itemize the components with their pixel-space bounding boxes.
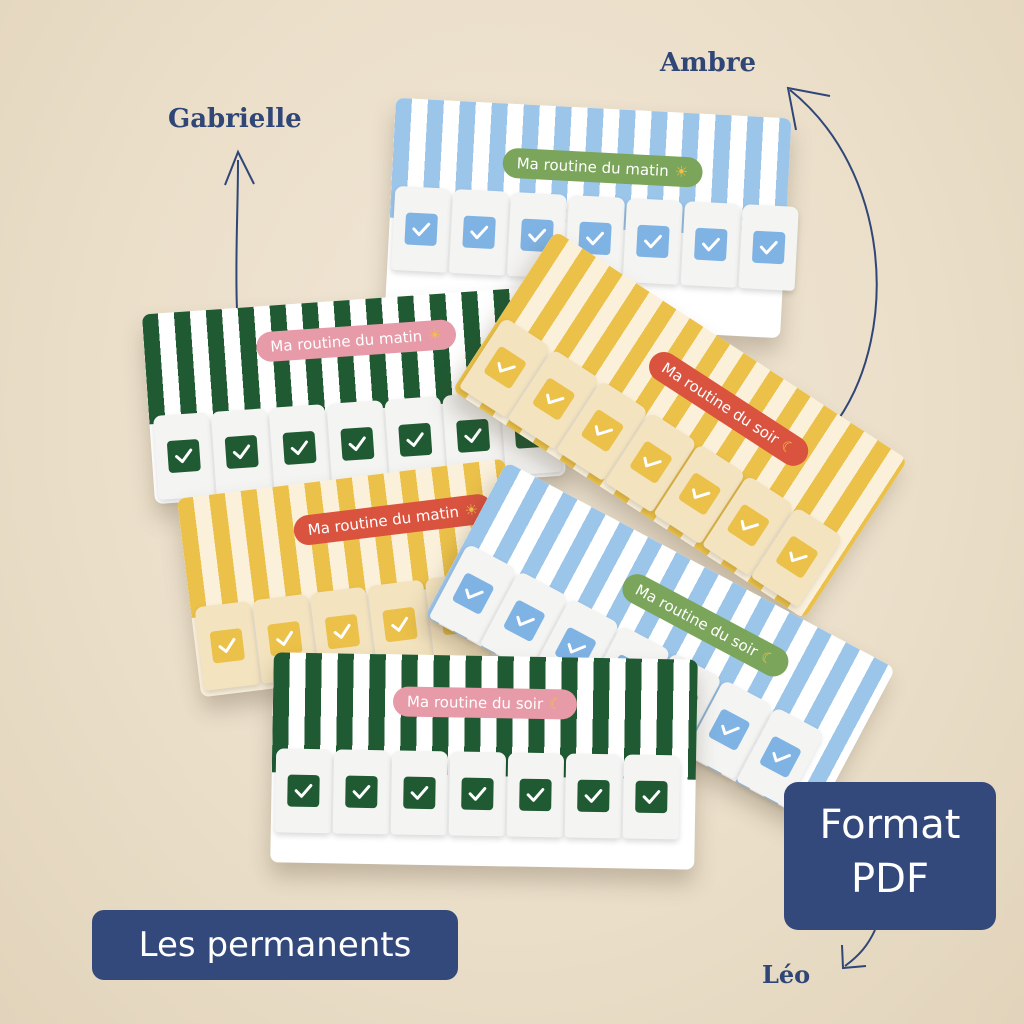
check-tab[interactable] bbox=[448, 751, 507, 837]
check-tabs bbox=[274, 748, 681, 840]
routine-card-blue-morning: Ma routine du matin☀ bbox=[384, 97, 799, 339]
check-tab[interactable] bbox=[506, 191, 568, 279]
check-tab[interactable] bbox=[680, 201, 741, 288]
check-tab[interactable] bbox=[367, 579, 433, 670]
badge-les-permanents: Les permanents bbox=[92, 910, 458, 980]
check-tab[interactable] bbox=[735, 706, 825, 808]
name-ambre: Ambre bbox=[660, 48, 757, 78]
checkmark-icon bbox=[451, 571, 495, 616]
moon-icon: ☾ bbox=[757, 647, 779, 670]
check-tab[interactable] bbox=[428, 543, 518, 644]
badge-format-line2: PDF bbox=[851, 856, 929, 902]
checkmark-icon bbox=[345, 775, 378, 809]
check-tabs bbox=[458, 316, 844, 608]
checkmark-icon bbox=[404, 212, 438, 247]
checkmark-icon bbox=[677, 471, 722, 516]
checkmark-icon bbox=[580, 408, 625, 453]
checkmark-icon bbox=[482, 345, 528, 390]
checkmark-icon bbox=[224, 434, 259, 470]
checkmark-icon bbox=[403, 776, 436, 810]
checkmark-icon bbox=[287, 774, 320, 808]
check-tab[interactable] bbox=[701, 474, 795, 576]
check-tab[interactable] bbox=[251, 593, 318, 684]
checkmark-icon bbox=[707, 708, 751, 752]
checkmark-icon bbox=[324, 613, 361, 650]
gabrielle-arrow bbox=[235, 159, 239, 311]
badge-format-pdf: Format PDF bbox=[784, 782, 996, 930]
check-tab[interactable] bbox=[653, 443, 747, 545]
check-tab[interactable] bbox=[384, 395, 447, 484]
checkmark-icon bbox=[462, 215, 496, 250]
checkmark-icon bbox=[166, 438, 201, 474]
check-tab[interactable] bbox=[326, 400, 389, 488]
check-tab[interactable] bbox=[564, 753, 623, 839]
check-tab[interactable] bbox=[684, 679, 774, 780]
checkmark-icon bbox=[209, 627, 246, 664]
check-tab[interactable] bbox=[458, 316, 552, 418]
checkmark-icon bbox=[577, 779, 610, 813]
check-tab[interactable] bbox=[622, 754, 681, 840]
check-tab[interactable] bbox=[268, 404, 331, 492]
check-tabs bbox=[391, 185, 799, 291]
checkmark-icon bbox=[502, 599, 546, 643]
check-tab[interactable] bbox=[442, 391, 504, 480]
leo-arrow bbox=[844, 929, 876, 967]
name-gabrielle: Gabrielle bbox=[168, 104, 302, 134]
check-tab[interactable] bbox=[564, 194, 626, 282]
check-tabs bbox=[152, 387, 562, 500]
checkmark-icon bbox=[693, 227, 728, 262]
check-tab[interactable] bbox=[274, 748, 333, 834]
check-tab[interactable] bbox=[750, 506, 844, 608]
check-tab[interactable] bbox=[531, 597, 620, 699]
checkmark-icon bbox=[578, 221, 612, 256]
routine-card-green-evening: Ma routine du soir☾ bbox=[270, 652, 698, 870]
check-tab[interactable] bbox=[556, 380, 649, 482]
checkmark-icon bbox=[267, 620, 303, 657]
check-tab[interactable] bbox=[309, 586, 376, 677]
checkmark-icon bbox=[774, 534, 820, 580]
check-tab[interactable] bbox=[507, 348, 601, 450]
check-tab[interactable] bbox=[622, 198, 684, 285]
checkmark-icon bbox=[461, 777, 494, 811]
checkmark-icon bbox=[751, 230, 786, 265]
check-tab[interactable] bbox=[391, 185, 452, 273]
checkmark-icon bbox=[519, 778, 552, 812]
check-tab[interactable] bbox=[506, 752, 565, 838]
check-tab[interactable] bbox=[152, 412, 215, 500]
checkmark-icon bbox=[636, 224, 670, 259]
checkmark-icon bbox=[628, 440, 674, 485]
routine-card-green-morning: Ma routine du matin☀ bbox=[141, 285, 567, 505]
checkmark-icon bbox=[382, 606, 418, 643]
checkmark-icon bbox=[340, 426, 375, 461]
name-leo: Léo bbox=[762, 960, 811, 989]
checkmark-icon bbox=[553, 626, 598, 670]
checkmark-icon bbox=[456, 418, 491, 453]
moon-icon: ☾ bbox=[548, 695, 563, 714]
check-tab[interactable] bbox=[332, 749, 391, 835]
checkmark-icon bbox=[531, 376, 576, 422]
sun-icon: ☀ bbox=[674, 162, 689, 182]
check-tab[interactable] bbox=[210, 408, 273, 496]
checkmark-icon bbox=[726, 503, 771, 548]
sun-icon: ☀ bbox=[427, 325, 443, 345]
routine-label: Ma routine du soir☾ bbox=[392, 686, 577, 720]
checkmark-icon bbox=[520, 218, 554, 253]
checkmark-icon bbox=[758, 735, 803, 779]
check-tab[interactable] bbox=[194, 600, 261, 691]
check-tab[interactable] bbox=[390, 750, 449, 836]
check-tab[interactable] bbox=[604, 411, 698, 513]
checkmark-icon bbox=[635, 780, 668, 814]
check-tab[interactable] bbox=[479, 570, 569, 671]
check-tab[interactable] bbox=[738, 204, 799, 291]
badge-format-line1: Format bbox=[819, 802, 961, 848]
ambre-arrow bbox=[789, 89, 878, 421]
checkmark-icon bbox=[398, 422, 433, 457]
check-tab[interactable] bbox=[448, 188, 510, 276]
routine-card-yellow-evening: Ma routine du soir☾ bbox=[452, 230, 908, 620]
checkmark-icon bbox=[282, 430, 317, 466]
moon-icon: ☾ bbox=[777, 436, 799, 459]
